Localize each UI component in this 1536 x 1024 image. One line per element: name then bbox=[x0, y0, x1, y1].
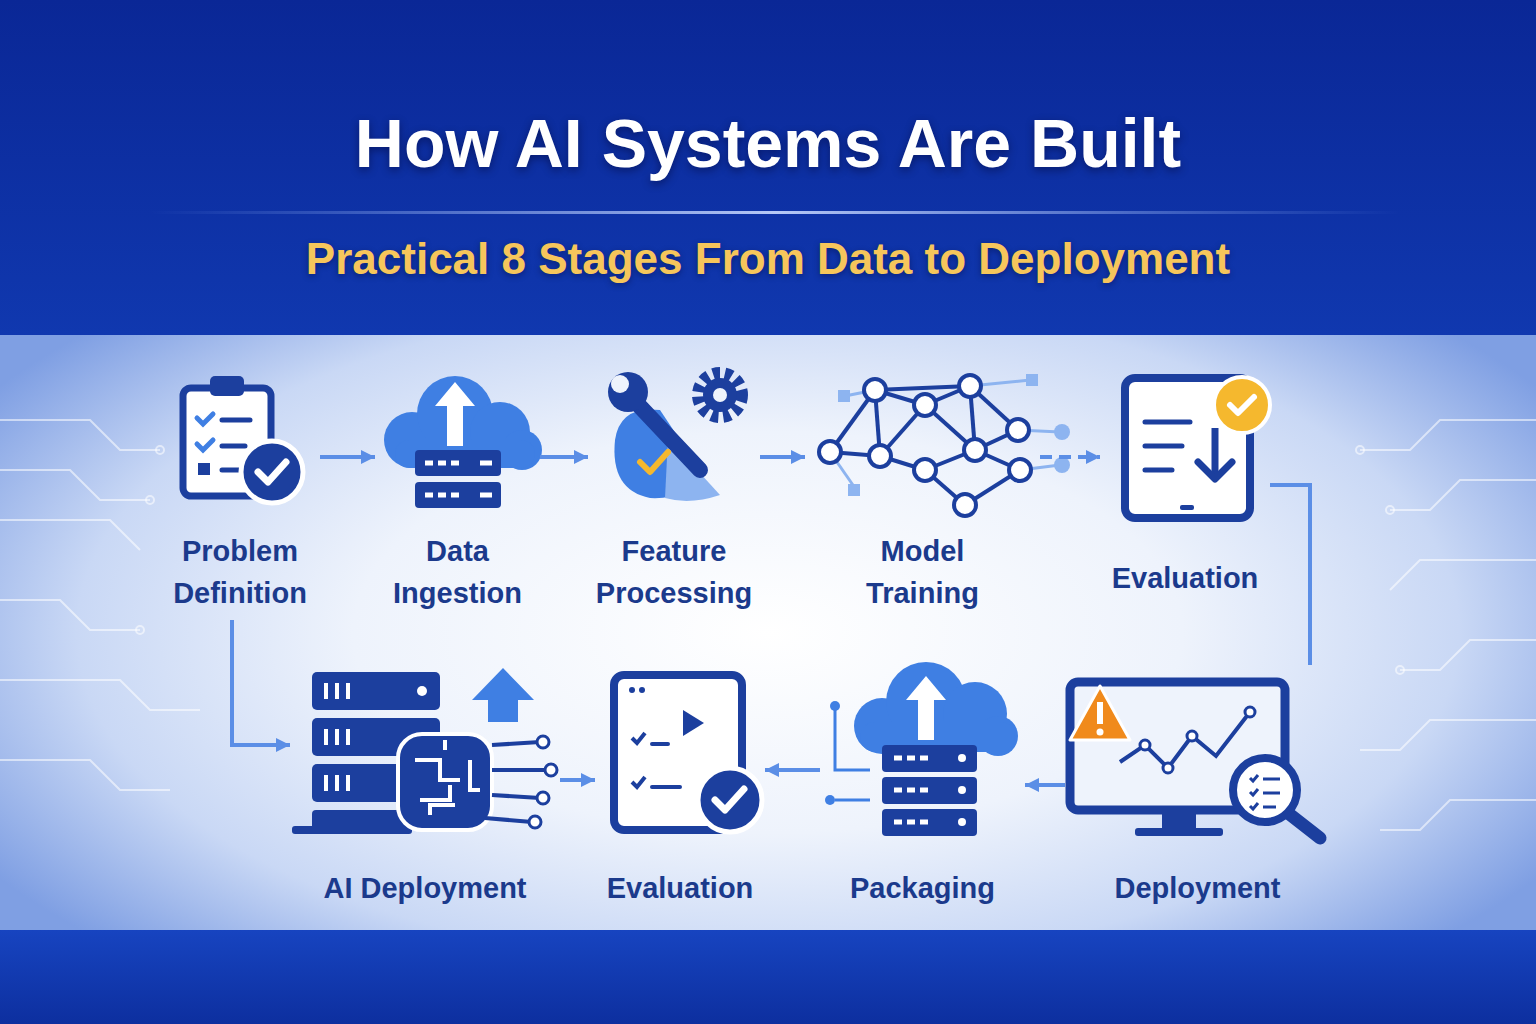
stage-label: AI Deployment bbox=[290, 867, 560, 909]
server-brain-icon bbox=[292, 668, 557, 834]
monitoring-icon bbox=[1070, 682, 1320, 838]
stage-label-group: Problem Definition bbox=[160, 530, 320, 614]
stage-label-group: Evaluation bbox=[1100, 557, 1270, 599]
stage-label: Feature Processing bbox=[588, 530, 760, 614]
bottom-band bbox=[0, 930, 1536, 1024]
stage-label-group: Data Ingestion bbox=[375, 530, 540, 614]
stage-label-group: Deployment bbox=[1065, 867, 1330, 909]
flow-arrow bbox=[232, 620, 290, 745]
stage-node: Deployment bbox=[1065, 665, 1330, 910]
stage-label-group: Packaging bbox=[820, 867, 1025, 909]
review-tablet-icon bbox=[614, 675, 762, 832]
stage-label: Packaging bbox=[820, 867, 1025, 909]
stage-label: Evaluation bbox=[595, 867, 765, 909]
stage-node: AI Deployment bbox=[290, 665, 560, 910]
flow-arrow bbox=[1025, 783, 1065, 787]
packaging-icon bbox=[825, 662, 1018, 836]
stage-node: Feature Processing bbox=[588, 370, 760, 620]
flow-arrow bbox=[540, 455, 588, 459]
title: How AI Systems Are Built bbox=[0, 103, 1536, 183]
subtitle: Practical 8 Stages From Data to Deployme… bbox=[0, 232, 1536, 286]
clipboard-icon bbox=[183, 376, 303, 503]
stage-node: Evaluation bbox=[1100, 370, 1270, 600]
flow-arrow bbox=[560, 778, 595, 782]
stage-node: Problem Definition bbox=[160, 370, 320, 620]
stage-node: Packaging bbox=[820, 665, 1025, 910]
stage-node: Model Training bbox=[805, 370, 1040, 620]
stage-label: Problem Definition bbox=[160, 530, 320, 614]
flow-arrow bbox=[1270, 485, 1310, 665]
stage-label: Deployment bbox=[1065, 867, 1330, 909]
stage-label-group: Feature Processing bbox=[588, 530, 760, 614]
evaluation-tablet-icon bbox=[1125, 377, 1270, 518]
flow-arrow bbox=[320, 455, 375, 459]
stage-label-group: AI Deployment bbox=[290, 867, 560, 909]
stage-label: Evaluation bbox=[1100, 557, 1270, 599]
flow-arrow bbox=[760, 455, 805, 459]
flow-arrow bbox=[765, 768, 820, 772]
stage-label: Model Training bbox=[843, 530, 1003, 614]
stage-label-group: Evaluation bbox=[595, 867, 765, 909]
stage-node: Data Ingestion bbox=[375, 370, 540, 620]
feature-tools-icon bbox=[608, 372, 742, 501]
cloud-upload-icon bbox=[384, 376, 542, 508]
divider bbox=[150, 211, 1400, 214]
stage-label-group: Model Training bbox=[843, 530, 1003, 614]
stage-node: Evaluation bbox=[595, 665, 765, 910]
flow-arrow bbox=[1040, 455, 1100, 459]
neural-network-icon bbox=[819, 374, 1070, 516]
stage-label: Data Ingestion bbox=[375, 530, 540, 614]
